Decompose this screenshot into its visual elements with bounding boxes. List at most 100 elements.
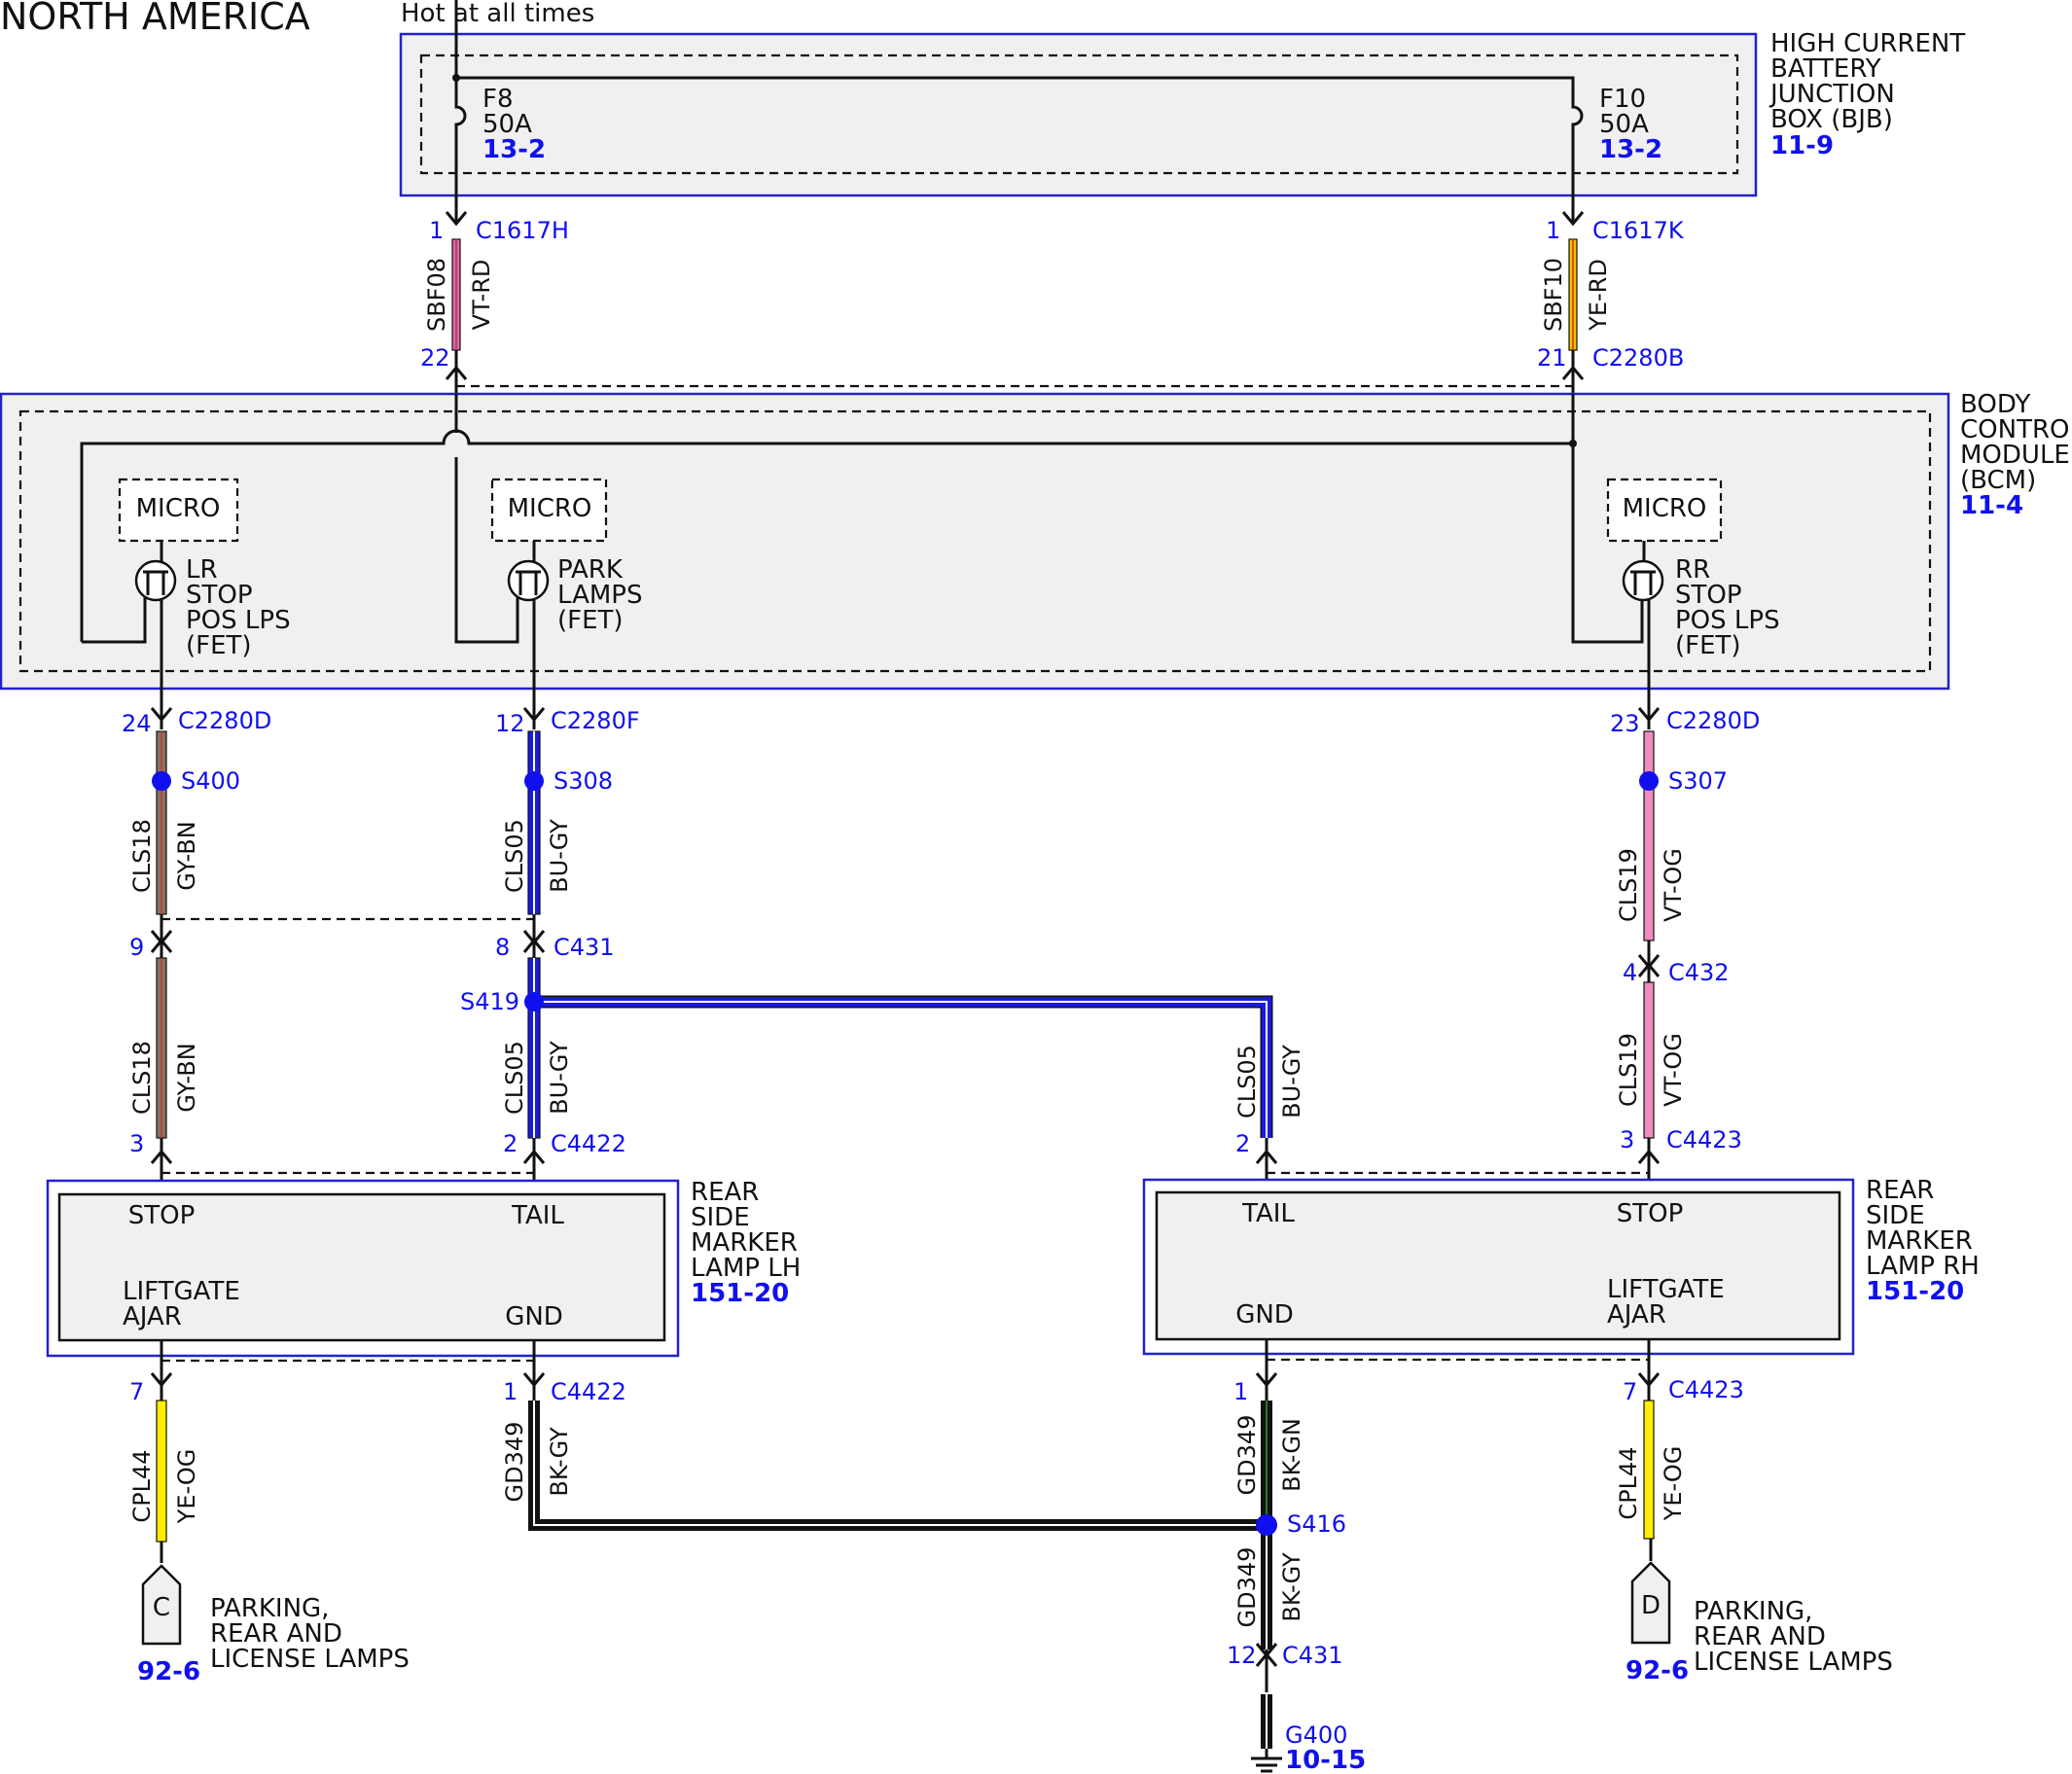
wire-sbf10-color: YE-RD <box>1585 259 1612 332</box>
c1617k-pin: 1 <box>1546 217 1560 244</box>
lamp-rh-name-line-3: MARKER <box>1866 1226 1973 1256</box>
bjb-name-line-3: JUNCTION <box>1768 80 1895 109</box>
wire-cls19-lower-circuit: CLS19 <box>1615 1033 1642 1107</box>
c431-gnd-name: C431 <box>1282 1642 1343 1669</box>
c431-gnd-pin: 12 <box>1227 1642 1257 1669</box>
wire-gd349-lh-tracer <box>533 1401 1267 1526</box>
wire-cls18-lower-color: GY-BN <box>173 1043 200 1112</box>
rear-side-marker-lamp-rh: TAIL STOP LIFTGATE AJAR GND REAR SIDE MA… <box>1142 1176 1980 1356</box>
lamp-rh-liftgate-line-2: AJAR <box>1607 1300 1666 1330</box>
lamp-lh-tail-pin: TAIL <box>511 1201 564 1230</box>
c431-gnd-arrow-up <box>1255 1651 1278 1667</box>
bjb-name-line-2: BATTERY <box>1770 54 1881 84</box>
fet-lr-symbol <box>134 559 177 602</box>
c2280b-left-arrow <box>445 365 468 380</box>
bcm-name-line-4: (BCM) <box>1960 466 2036 495</box>
c4422-tail-arrow <box>522 1149 546 1164</box>
wire-gd349-rh-color: BK-GN <box>1278 1418 1305 1492</box>
lamp-lh-stop-pin: STOP <box>128 1201 196 1230</box>
splice-s419 <box>524 992 544 1011</box>
splice-s416-label: S416 <box>1287 1510 1346 1538</box>
c4423-lift-arrow <box>1637 1372 1661 1388</box>
fet-rr-symbol <box>1622 559 1664 602</box>
wire-cpl44-lh-color: YE-OG <box>173 1449 200 1525</box>
lamp-lh-liftgate-line-1: LIFTGATE <box>123 1277 240 1306</box>
bjb-bus-wire <box>454 0 1575 97</box>
fet-park-symbol <box>507 559 550 602</box>
bjb-outline <box>399 32 1758 197</box>
splice-s400 <box>152 771 171 791</box>
wire-cls18-lower-circuit: CLS18 <box>128 1041 156 1115</box>
bcm-internal-bus <box>80 429 1573 642</box>
lamp-lh-name-line-1: REAR <box>691 1178 759 1207</box>
c1617k-arrow <box>1561 211 1585 227</box>
lamp-lh-name-line-4: LAMP LH <box>691 1254 801 1283</box>
lamp-rh-name-line-2: SIDE <box>1866 1201 1925 1230</box>
c2280f-name: C2280F <box>551 707 640 734</box>
page-title: NORTH AMERICA <box>0 0 310 38</box>
continuation-c-line-1: PARKING, <box>210 1594 329 1623</box>
c4422-gnd-name: C4422 <box>551 1378 626 1405</box>
bcm-inner-dashed <box>18 409 1932 673</box>
c2280b-right-arrow <box>1561 365 1585 380</box>
c2280b-name: C2280B <box>1592 344 1684 372</box>
wire-cls18-upper-circuit: CLS18 <box>128 819 156 893</box>
wire-gd349-main-color: BK-GY <box>1278 1552 1305 1622</box>
splice-s308 <box>524 771 544 791</box>
c431-mid-pin: 8 <box>495 934 510 961</box>
c4423-lift-pin: 7 <box>1623 1378 1637 1405</box>
fet-rr-line-4: (FET) <box>1675 631 1741 660</box>
bjb-inner-dashed <box>419 53 1739 175</box>
c4423-tail-pin: 2 <box>1235 1130 1250 1157</box>
wire-sbf08-circuit: SBF08 <box>423 258 450 332</box>
c2280f-pin: 12 <box>495 710 525 737</box>
bcm-name-line-3: MODULE <box>1960 441 2070 470</box>
c4422-lift-pin: 7 <box>129 1378 144 1405</box>
lamp-rh-page-ref: 151-20 <box>1866 1277 1964 1306</box>
wire-cls05-branch-color: BU-GY <box>1278 1045 1305 1118</box>
wire-cls05-lower-color: BU-GY <box>546 1041 573 1115</box>
splice-s307-label: S307 <box>1668 767 1728 795</box>
c432-arrow-up <box>1637 962 1661 977</box>
micro-box-rr <box>1606 478 1723 543</box>
fuse-f8-id: F8 <box>482 85 514 114</box>
wire-gd349-lh-color: BK-GY <box>546 1427 573 1497</box>
lamp-rh-liftgate-line-1: LIFTGATE <box>1607 1275 1725 1304</box>
c431-leads <box>160 914 536 958</box>
wire-gd349-rh-circuit: GD349 <box>1233 1415 1261 1496</box>
c4422-stop-pin: 3 <box>129 1130 144 1157</box>
fuse-f8-ref: 13-2 <box>482 135 546 164</box>
c2280d-left-arrow <box>150 707 173 723</box>
c4423-stop-arrow <box>1637 1149 1661 1164</box>
c4423-stop-name: C4423 <box>1666 1126 1742 1153</box>
fuse-f10-id: F10 <box>1599 85 1646 114</box>
micro-box-lr <box>118 478 239 543</box>
wire-cls19-upper <box>1643 730 1655 941</box>
c4423-lift-name: C4423 <box>1668 1376 1744 1403</box>
continuation-c-line-3: LICENSE LAMPS <box>210 1645 410 1674</box>
ground-name: G400 <box>1285 1721 1347 1749</box>
wire-sbf10-circuit: SBF10 <box>1540 258 1567 332</box>
wire-cls05-branch-outline <box>534 995 1273 1138</box>
lamp-lh-gnd-pin: GND <box>505 1302 563 1331</box>
c4422-tail-name: C4422 <box>551 1130 626 1157</box>
c4422-stop-arrow <box>150 1149 173 1164</box>
c4423-gnd-pin: 1 <box>1233 1378 1248 1405</box>
c431-left-pin: 9 <box>129 934 144 961</box>
fet-lr-line-1: LR <box>186 555 218 585</box>
splice-s308-label: S308 <box>554 767 613 795</box>
wire-cls18-upper-color: GY-BN <box>173 821 200 890</box>
fuse-f10-rating: 50A <box>1599 110 1649 139</box>
wire-sbf08-color: VT-RD <box>468 260 495 331</box>
wire-cls19-upper-color: VT-OG <box>1660 848 1687 922</box>
fuse-f8-symbol <box>454 78 467 146</box>
c4423-gnd-arrow <box>1255 1372 1278 1388</box>
c2280d-left-name: C2280D <box>178 707 271 734</box>
micro-label-park: MICRO <box>508 494 592 523</box>
c2280b-right-pin: 21 <box>1537 344 1567 372</box>
body-control-module: BODY CONTROL MODULE (BCM) 11-4 <box>0 390 2072 691</box>
fuse-f10-ref: 13-2 <box>1599 135 1662 164</box>
c431-mid-arrow-up <box>522 938 546 953</box>
battery-junction-box: HIGH CURRENT BATTERY JUNCTION BOX (BJB) … <box>399 29 1965 197</box>
